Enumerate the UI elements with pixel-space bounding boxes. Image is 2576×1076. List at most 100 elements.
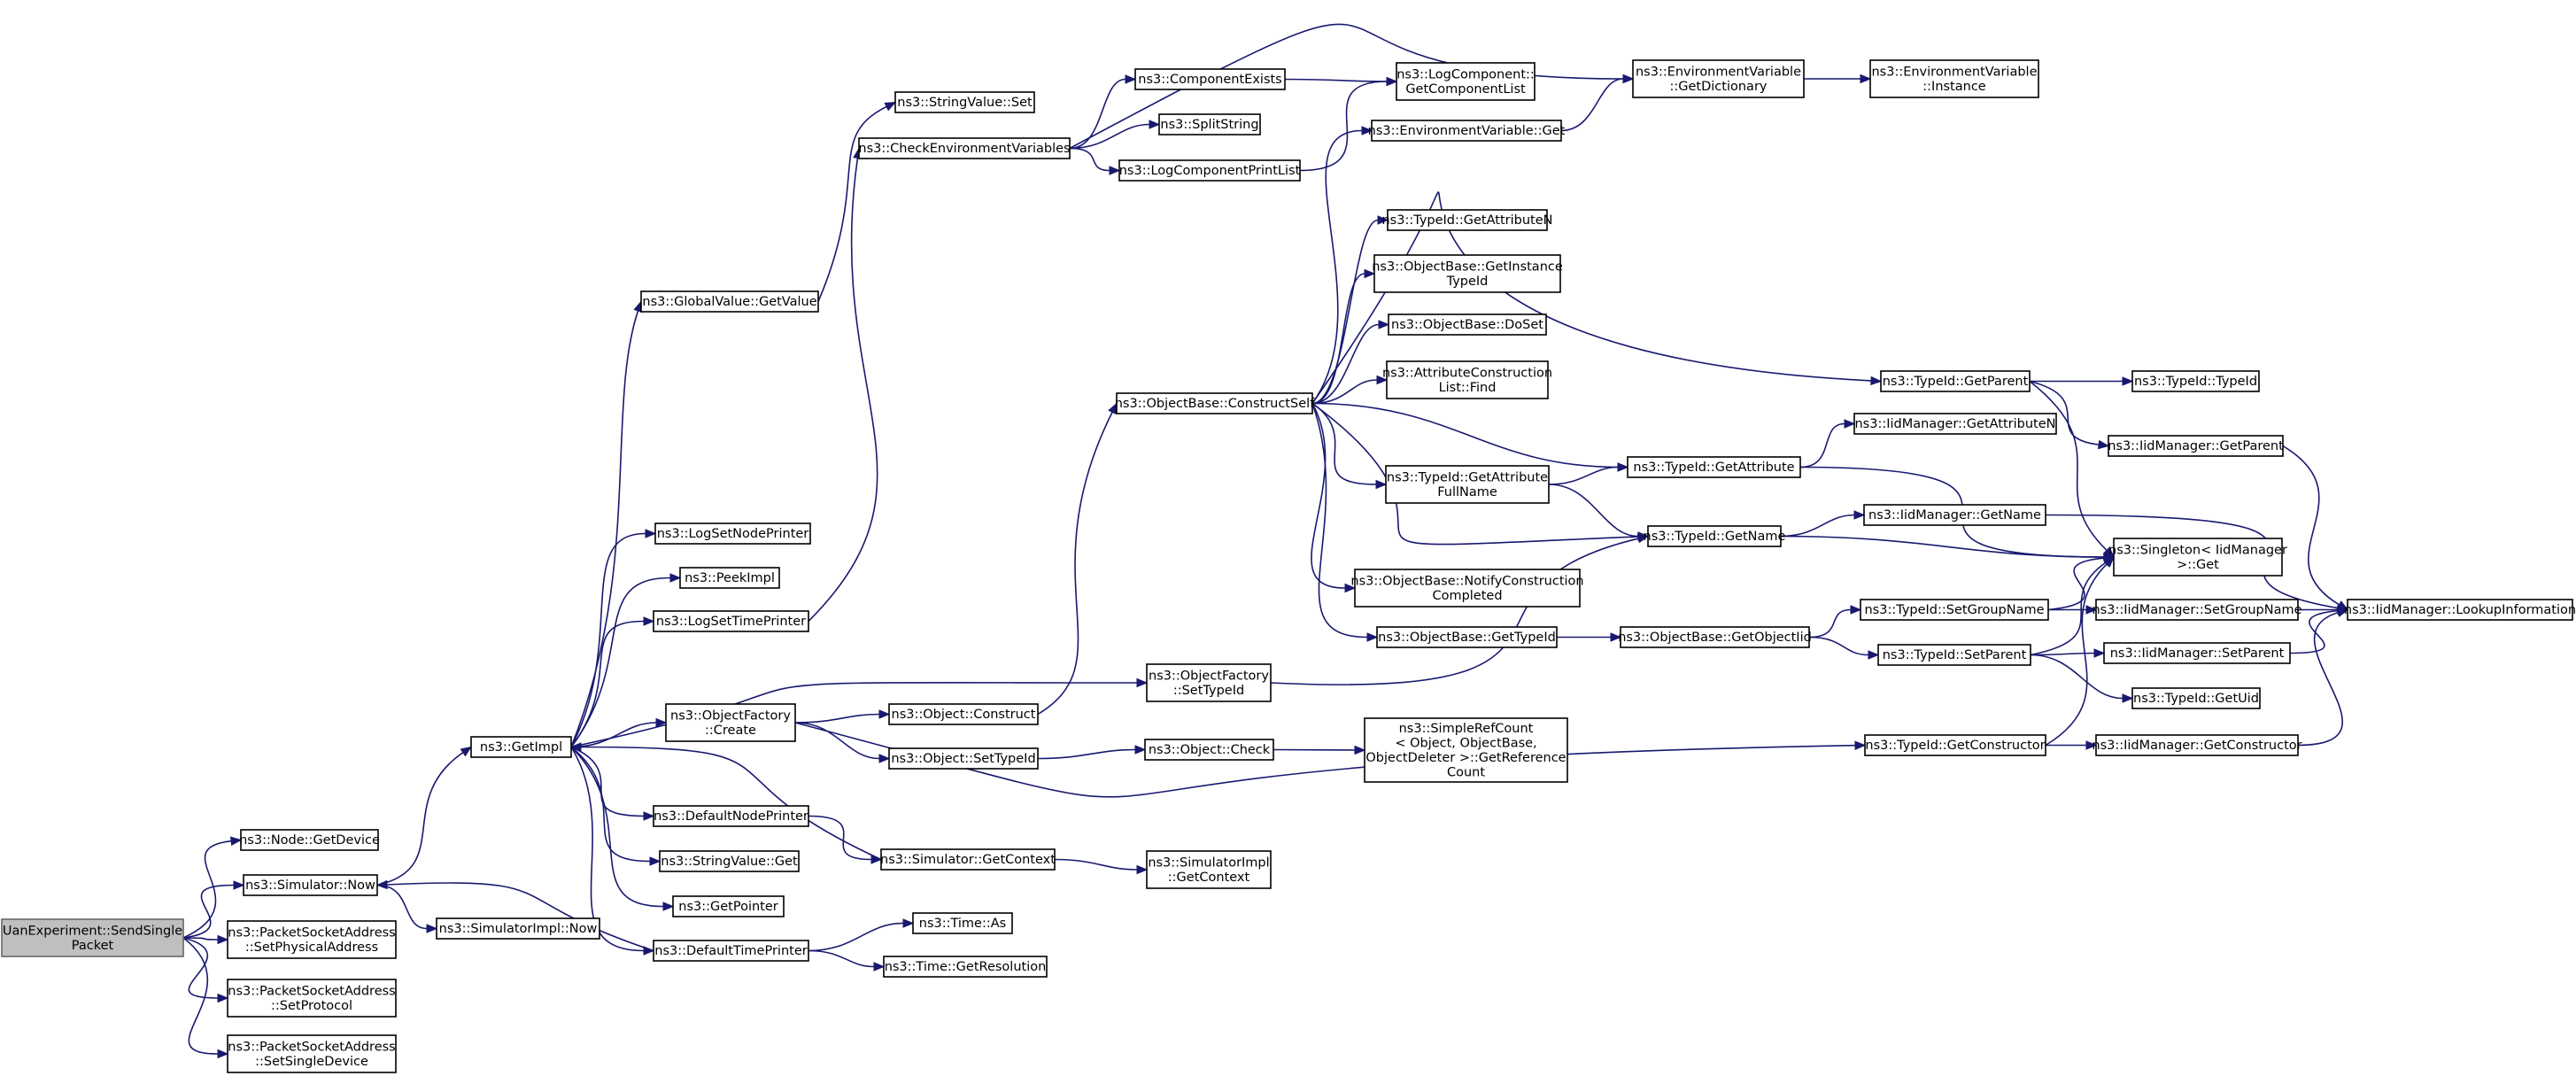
node-getpointer[interactable]: ns3::GetPointer xyxy=(672,895,785,917)
node-logsettime[interactable]: ns3::LogSetTimePrinter xyxy=(653,610,809,632)
node-box xyxy=(2095,599,2299,621)
node-obgetobjectiid[interactable]: ns3::ObjectBase::GetObjectIid xyxy=(1618,626,1812,648)
edge-objcheck-to-simplerefcount xyxy=(1273,748,1356,751)
node-simimplgetctx[interactable]: ns3::SimulatorImpl::GetContext xyxy=(1146,850,1272,889)
node-iidlookup[interactable]: ns3::IidManager::LookupInformation xyxy=(2344,599,2576,621)
node-label: ns3::SimulatorImpl xyxy=(1148,855,1269,870)
node-tidgetparent[interactable]: ns3::TypeId::GetParent xyxy=(1880,370,2031,392)
node-box xyxy=(653,805,809,827)
node-label: ns3::EnvironmentVariable::Get xyxy=(1368,124,1566,138)
node-logcompgetlist[interactable]: ns3::LogComponent::GetComponentList xyxy=(1396,62,1536,101)
node-iidgetparent[interactable]: ns3::IidManager::GetParent xyxy=(2108,435,2284,457)
node-logsetnode[interactable]: ns3::LogSetNodePrinter xyxy=(654,523,811,545)
node-getimpl[interactable]: ns3::GetImpl xyxy=(470,736,572,758)
node-defnodeprinter[interactable]: ns3::DefaultNodePrinter xyxy=(653,805,809,827)
node-setsingle[interactable]: ns3::PacketSocketAddress::SetSingleDevic… xyxy=(227,1034,397,1073)
node-objbaseconstruct[interactable]: ns3::ObjectBase::ConstructSelf xyxy=(1115,392,1315,414)
node-simplerefcount[interactable]: ns3::SimpleRefCount< Object, ObjectBase,… xyxy=(1364,717,1568,783)
node-box xyxy=(653,940,809,962)
edge-defnodeprinter-to-simgetctx xyxy=(808,815,872,861)
edge-getimpl-to-logsetnode xyxy=(570,532,646,747)
node-box xyxy=(1364,717,1568,783)
edge-tidsetgroup-to-singletonget xyxy=(2047,557,2105,611)
node-iidgetconstr[interactable]: ns3::IidManager::GetConstructor xyxy=(2092,734,2302,756)
node-box xyxy=(880,848,1056,871)
node-deftimeprinter[interactable]: ns3::DefaultTimePrinter xyxy=(653,940,809,962)
node-tidgetuid[interactable]: ns3::TypeId::GetUid xyxy=(2131,687,2261,709)
node-envgetdict[interactable]: ns3::EnvironmentVariable::GetDictionary xyxy=(1632,59,1805,98)
edge-checkenv-to-splitstring xyxy=(1069,123,1150,150)
node-iidgetattrn[interactable]: ns3::IidManager::GetAttributeN xyxy=(1853,413,2057,435)
node-setproto[interactable]: ns3::PacketSocketAddress::SetProtocol xyxy=(227,979,397,1018)
node-obdoset[interactable]: ns3::ObjectBase::DoSet xyxy=(1388,314,1547,336)
node-label: ObjectDeleter >::GetReference xyxy=(1365,751,1566,765)
node-tidgetconstr[interactable]: ns3::TypeId::GetConstructor xyxy=(1864,734,2046,756)
node-peekimpl[interactable]: ns3::PeekImpl xyxy=(679,567,780,589)
node-box xyxy=(654,523,811,545)
node-tidgetattrn[interactable]: ns3::TypeId::GetAttributeN xyxy=(1381,209,1553,231)
node-tidsetgroup[interactable]: ns3::TypeId::SetGroupName xyxy=(1860,599,2049,621)
node-tidgetname[interactable]: ns3::TypeId::GetName xyxy=(1644,525,1786,547)
node-ofcreate[interactable]: ns3::ObjectFactory::Create xyxy=(665,703,796,742)
edge-tidgetname-to-singletonget xyxy=(1780,535,2105,558)
node-singletonget[interactable]: ns3::Singleton< IidManager>::Get xyxy=(2108,538,2287,577)
node-getdevice[interactable]: ns3::Node::GetDevice xyxy=(239,829,380,851)
node-label: ::GetContext xyxy=(1168,871,1250,885)
node-iidgetname[interactable]: ns3::IidManager::GetName xyxy=(1863,504,2046,526)
node-setphys[interactable]: ns3::PacketSocketAddress::SetPhysicalAdd… xyxy=(227,920,397,959)
node-obnotify[interactable]: ns3::ObjectBase::NotifyConstructionCompl… xyxy=(1350,569,1584,608)
node-box xyxy=(1376,626,1558,648)
arrowhead-tidgetattr-to-iidgetattrn xyxy=(1844,419,1856,429)
node-label: ns3::IidManager::GetName xyxy=(1868,508,2041,523)
arrowhead-checkenv-to-logcompprint xyxy=(1109,166,1121,175)
node-label: ::GetDictionary xyxy=(1670,80,1768,94)
node-label: ::Instance xyxy=(1922,80,1986,94)
node-tidgetattr[interactable]: ns3::TypeId::GetAttribute xyxy=(1627,456,1801,478)
node-compexists[interactable]: ns3::ComponentExists xyxy=(1134,68,1286,90)
arrowhead-simnow-to-simimplnow xyxy=(426,924,438,933)
node-box xyxy=(1116,392,1313,414)
node-ofsettypeid[interactable]: ns3::ObjectFactory::SetTypeId xyxy=(1146,663,1272,702)
edge-objbaseconstruct-to-obgetinstance xyxy=(1311,273,1365,405)
node-svget[interactable]: ns3::StringValue::Get xyxy=(659,850,800,872)
node-label: List::Find xyxy=(1439,381,1497,395)
arrowhead-deftimeprinter-to-timeas xyxy=(902,918,915,928)
node-box xyxy=(659,850,800,872)
node-envinstance[interactable]: ns3::EnvironmentVariable::Instance xyxy=(1869,59,2039,98)
edge-compexists-to-logcompgetlist xyxy=(1284,78,1388,82)
edge-simnow-to-getimpl xyxy=(376,752,464,886)
node-splitstring[interactable]: ns3::SplitString xyxy=(1158,113,1261,135)
node-simimplnow[interactable]: ns3::SimulatorImpl::Now xyxy=(436,917,600,940)
arrowhead-checkenv-to-compexists xyxy=(1125,74,1137,84)
node-objconstruct[interactable]: ns3::Object::Construct xyxy=(888,703,1039,725)
node-tidsetparent[interactable]: ns3::TypeId::SetParent xyxy=(1877,644,2031,666)
node-objsettypeid[interactable]: ns3::Object::SetTypeId xyxy=(888,747,1039,770)
edge-envget-to-envgetdict xyxy=(1560,78,1624,132)
node-obgettypeid[interactable]: ns3::ObjectBase::GetTypeId xyxy=(1376,626,1558,648)
node-simgetctx[interactable]: ns3::Simulator::GetContext xyxy=(880,848,1056,871)
node-gvgetvalue[interactable]: ns3::GlobalValue::GetValue xyxy=(640,290,819,313)
node-label: ns3::Simulator::Now xyxy=(245,879,375,893)
arrowhead-objbaseconstruct-to-attrconstrfind xyxy=(1376,375,1389,385)
node-iidsetparent[interactable]: ns3::IidManager::SetParent xyxy=(2103,642,2291,664)
node-label: ns3::ObjectBase::GetObjectIid xyxy=(1618,631,1812,645)
node-checkenv[interactable]: ns3::CheckEnvironmentVariables xyxy=(858,137,1071,159)
node-objcheck[interactable]: ns3::Object::Check xyxy=(1144,739,1274,761)
node-tidtypeid[interactable]: ns3::TypeId::TypeId xyxy=(2131,370,2260,392)
arrowhead-checkenv-to-splitstring xyxy=(1149,120,1161,129)
node-label: ns3::LogComponent:: xyxy=(1396,67,1535,81)
node-svset[interactable]: ns3::StringValue::Set xyxy=(894,91,1035,113)
node-box xyxy=(912,912,1013,934)
node-label: ns3::IidManager::SetGroupName xyxy=(2092,603,2301,617)
node-simnow[interactable]: ns3::Simulator::Now xyxy=(243,874,378,896)
node-envget[interactable]: ns3::EnvironmentVariable::Get xyxy=(1368,120,1566,142)
node-logcompprint[interactable]: ns3::LogComponentPrintList xyxy=(1118,159,1301,182)
node-timegetres[interactable]: ns3::Time::GetResolution xyxy=(883,956,1048,978)
node-timeas[interactable]: ns3::Time::As xyxy=(912,912,1013,934)
node-iidsetgroup[interactable]: ns3::IidManager::SetGroupName xyxy=(2092,599,2302,621)
edge-checkenv-to-compexists xyxy=(1069,78,1126,150)
